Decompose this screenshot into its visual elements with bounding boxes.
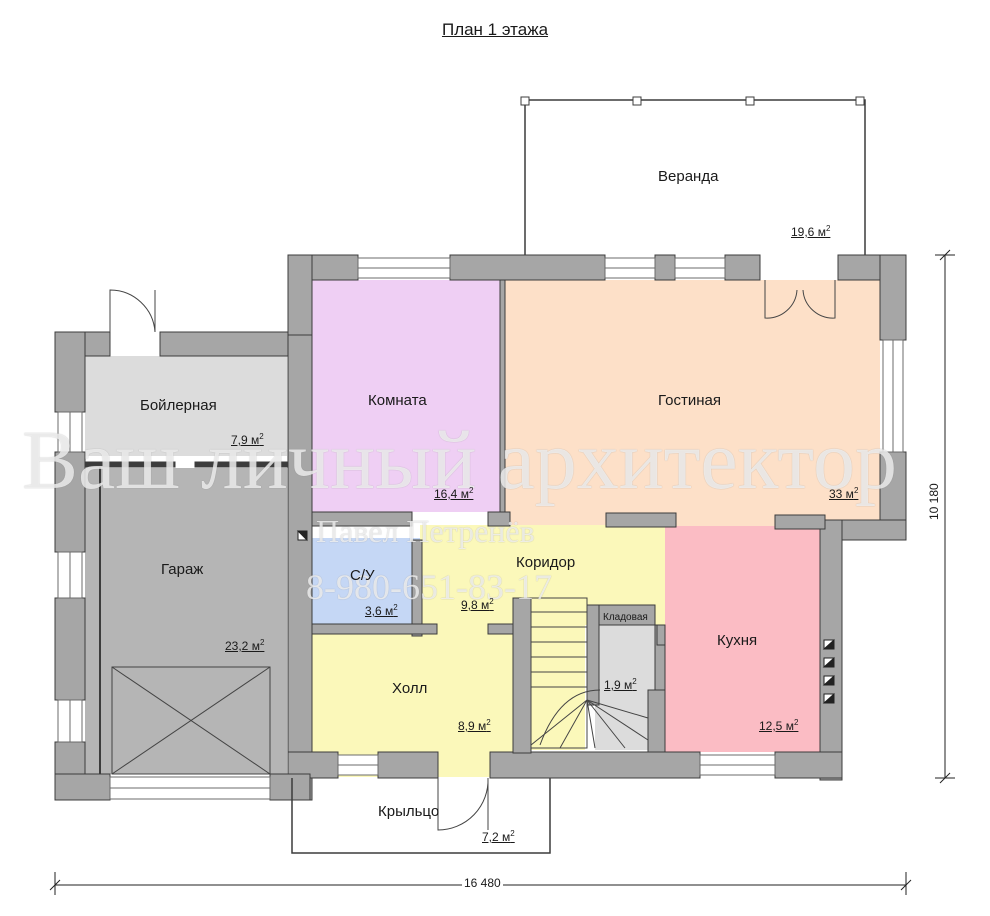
room-area-pantry: 1,9 м2	[604, 677, 637, 692]
veranda-outline	[524, 99, 866, 255]
room-name-pantry: Кладовая	[603, 612, 648, 623]
room-name-living: Гостиная	[658, 392, 721, 409]
windows	[57, 257, 904, 800]
room-kitchen-fill	[665, 526, 820, 752]
watermark-line2: Павел Петренёв	[316, 513, 535, 549]
porch-outline	[291, 778, 551, 854]
exterior-walls	[54, 254, 907, 801]
room-name-wc: С/У	[350, 567, 375, 584]
room-garage-fill	[85, 468, 287, 774]
room-area-corridor: 9,8 м2	[461, 597, 494, 612]
room-area-hall: 8,9 м2	[458, 718, 491, 733]
room-area-veranda: 19,6 м2	[791, 224, 831, 239]
room-living-fill	[505, 280, 880, 526]
room-name-hall: Холл	[392, 680, 428, 697]
room-area-wc: 3,6 м2	[365, 603, 398, 618]
room-name-garage: Гараж	[161, 561, 204, 578]
watermark-line3: 8-980-651-83-17	[306, 567, 552, 607]
room-name-boiler: Бойлерная	[140, 397, 217, 414]
room-boiler-fill	[85, 356, 287, 456]
dimension-height: 10 180	[927, 483, 941, 520]
room-name-corridor: Коридор	[516, 554, 576, 571]
doors	[109, 280, 836, 831]
room-area-porch: 7,2 м2	[482, 829, 515, 844]
room-name-porch: Крыльцо	[378, 803, 440, 820]
room-area-kitchen: 12,5 м2	[759, 718, 799, 733]
garage-gate	[111, 666, 271, 775]
room-area-garage: 23,2 м2	[225, 638, 265, 653]
room-name-room: Комната	[368, 392, 427, 409]
room-area-room: 16,4 м2	[434, 486, 474, 501]
vent-ducts	[296, 530, 835, 704]
room-area-living: 33 м2	[829, 486, 859, 501]
interior-walls	[311, 279, 826, 754]
veranda-posts	[520, 96, 865, 106]
watermark-line1: Ваш личный архитектор	[22, 414, 897, 507]
room-area-boiler: 7,9 м2	[231, 432, 264, 447]
room-wc-fill	[312, 538, 422, 626]
room-name-veranda: Веранда	[658, 168, 719, 185]
room-room-fill	[312, 280, 500, 512]
staircase	[530, 597, 649, 749]
plan-title: План 1 этажа	[441, 20, 549, 39]
dimension-width: 16 480	[462, 876, 503, 890]
room-pantry-fill	[595, 625, 657, 750]
room-name-kitchen: Кухня	[717, 632, 758, 649]
